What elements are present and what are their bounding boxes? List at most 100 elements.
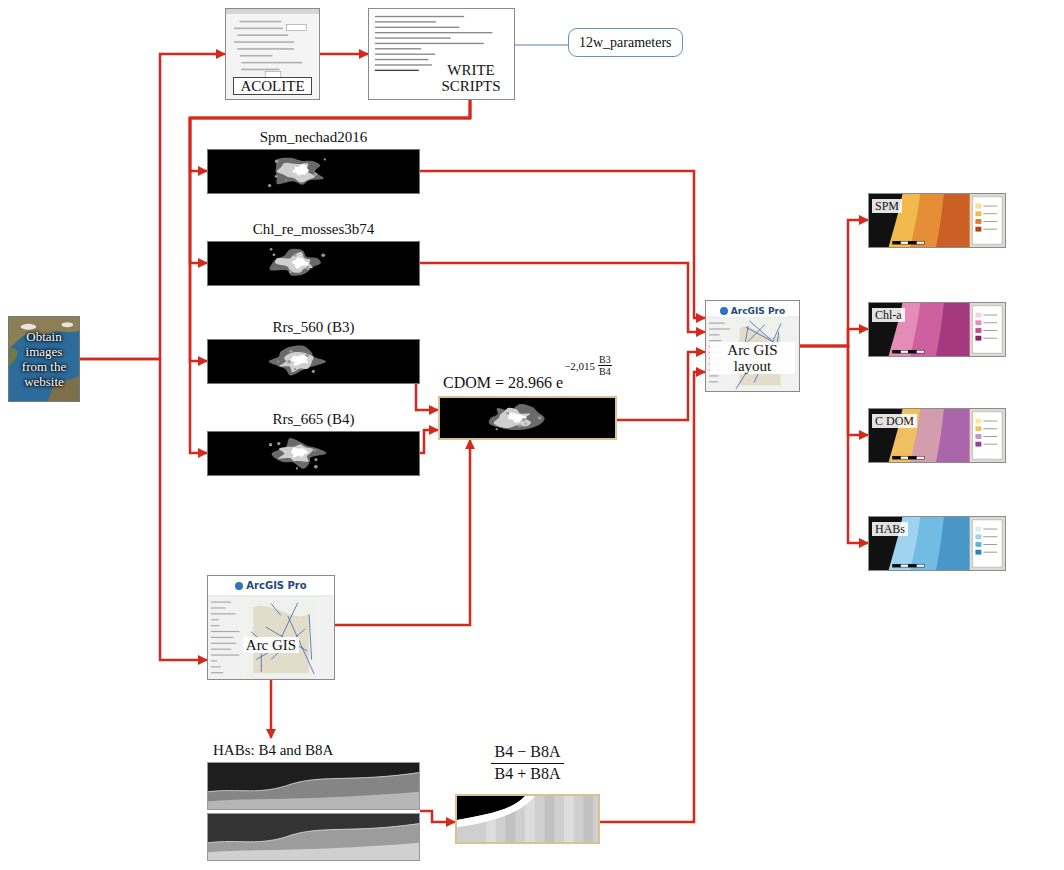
map-title: C DOM: [872, 414, 917, 428]
lake-area: [277, 163, 315, 183]
screenshot-label: Arc GIS layout: [710, 342, 795, 374]
lake-area: [489, 404, 545, 430]
map-legend-swatch: [975, 211, 981, 216]
map-legend-line: [983, 329, 997, 331]
output-map: HABs: [868, 516, 1006, 571]
map-legend-panel: [972, 412, 1002, 459]
logo-icon: [720, 307, 728, 315]
lake-area: [269, 249, 320, 276]
map-legend-line: [983, 536, 997, 538]
software-logo: ArcGIS Pro: [233, 580, 308, 592]
scale-bar: [901, 564, 909, 567]
raster-frame: [455, 794, 600, 844]
callout-text: 12w_parameters: [579, 34, 672, 51]
map-water-band: [910, 194, 969, 247]
scale-bar: [893, 564, 901, 567]
code-line: [375, 70, 419, 71]
flow-arrow: [420, 263, 705, 332]
panel-line: [211, 643, 236, 644]
raster-frame: [438, 396, 617, 440]
raster-image: [440, 398, 615, 438]
map-legend-line: [983, 528, 997, 530]
image-speck: [289, 350, 292, 353]
band-image: Rrs_665 (B4): [207, 410, 420, 476]
tile-band: [583, 796, 593, 842]
panel-line: [709, 334, 719, 335]
map-water-band: [936, 194, 970, 247]
scale-bar: [916, 241, 924, 244]
image-ground: [208, 242, 419, 285]
panel-line: [211, 607, 226, 608]
sea-area: [208, 763, 419, 809]
fraction-denominator: B4: [599, 366, 611, 377]
band-image: Rrs_560 (B3): [207, 318, 420, 384]
logo-icon: [235, 582, 243, 590]
land-area: [208, 792, 419, 809]
map-legend-panel: [972, 520, 1002, 567]
lake-area: [279, 352, 313, 372]
flow-arrow: [190, 100, 470, 263]
image-heading: Rrs_665 (B4): [207, 410, 420, 428]
image-speck: [313, 449, 316, 451]
code-line: [375, 43, 484, 44]
panel-line: [709, 328, 730, 329]
image-speck: [277, 361, 279, 363]
scale-bar: [916, 456, 924, 459]
map-legend-swatch: [975, 328, 981, 333]
image-ground: [208, 150, 419, 193]
text-line: [237, 48, 294, 50]
land-area: [208, 824, 419, 860]
flow-arrow: [800, 329, 868, 346]
image-speck: [269, 443, 272, 446]
software-screenshot: ArcGIS ProArc GIS: [207, 575, 335, 680]
window-ground: [706, 301, 799, 391]
fraction: B4 − B8AB4 + B8A: [491, 742, 565, 784]
map-legend-swatch: [975, 434, 981, 439]
scale-bar: [916, 350, 924, 353]
lake-area: [269, 345, 326, 375]
fraction: B3B4: [598, 354, 612, 377]
flow-arrow: [320, 53, 368, 56]
window-ground: [208, 576, 334, 679]
scale-bar: [908, 350, 916, 353]
land-area: [208, 773, 419, 809]
source-image-box: Obtain images from the website: [8, 316, 80, 402]
map-legend-line: [983, 205, 997, 207]
code-line: [375, 48, 421, 49]
screenshot-label: WRITE SCRIPTS: [432, 61, 510, 95]
formula: CDOM = 28.966e−2,015B3B4: [438, 352, 617, 396]
map-legend-swatch: [975, 534, 981, 539]
map-mask: [869, 194, 903, 247]
formula-exponent: −2,015B3B4: [564, 354, 612, 377]
image-speck: [518, 424, 522, 427]
map-road: [309, 614, 311, 659]
cloud: [21, 324, 37, 330]
image-speck: [277, 442, 280, 445]
map-legend-panel: [972, 197, 1002, 244]
raster-image: [208, 763, 419, 809]
panel-line: [211, 619, 219, 620]
map-legend-swatch: [975, 204, 981, 209]
flow-arrow: [80, 54, 225, 359]
image-speck: [506, 412, 509, 415]
formula-text: e: [556, 374, 563, 392]
image-speck: [314, 465, 318, 469]
code-line: [375, 16, 464, 17]
map-ground: [869, 517, 1005, 570]
scale-bar: [893, 350, 901, 353]
map-legend-swatch: [975, 542, 981, 547]
panel-line: [709, 323, 725, 324]
map-title: HABs: [872, 522, 908, 536]
image-speck: [268, 184, 271, 187]
map-road: [261, 654, 262, 672]
map-legend-line: [983, 435, 997, 437]
code-line: [375, 27, 459, 28]
image-speck: [273, 254, 276, 257]
map-legend-line: [983, 213, 997, 215]
image-ground: [208, 432, 419, 475]
map-legend-swatch: [975, 313, 981, 318]
image-speck: [314, 458, 317, 461]
raster-frame: [207, 149, 420, 194]
raster-image: [208, 242, 419, 285]
side-panel: [315, 597, 334, 679]
